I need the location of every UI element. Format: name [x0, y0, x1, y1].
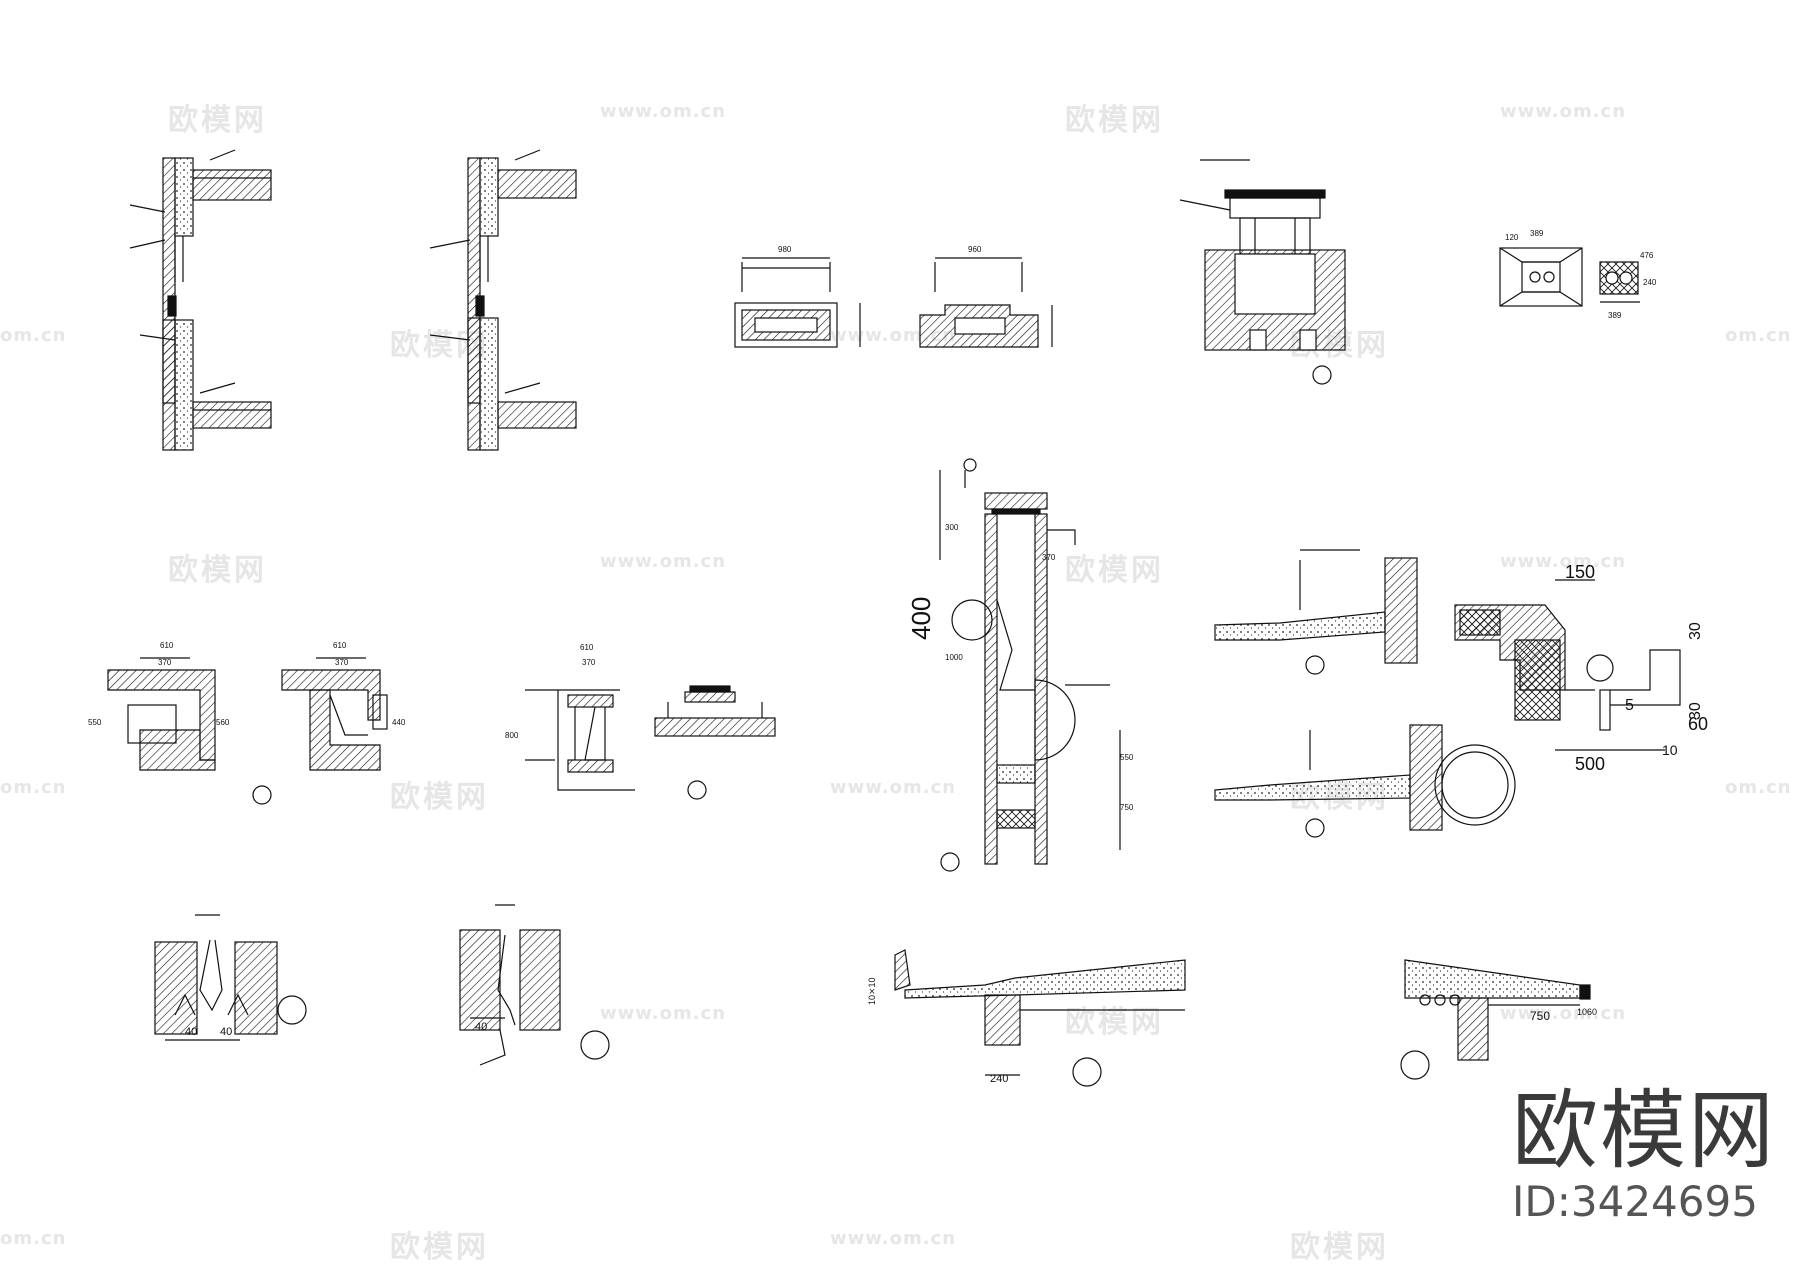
detail-manhole-section [1179, 159, 1346, 385]
dim-60: 60 [1688, 714, 1708, 734]
dim-370-c: 370 [582, 658, 596, 667]
dim-10x10: 10⨯10 [867, 977, 877, 1005]
watermark-logo: 欧模网 [390, 780, 489, 815]
dim-610-b: 610 [333, 641, 347, 650]
dim-550-b: 550 [1120, 753, 1134, 762]
watermark-logo: 欧模网 [168, 553, 267, 588]
watermark-url: www.om.cn [600, 1003, 727, 1024]
watermark-url: www.om.cn [830, 777, 957, 798]
watermark-url: www.om.cn [1500, 1003, 1627, 1024]
detail-plan-980 [734, 257, 861, 348]
watermark-logo: 欧模网 [1065, 553, 1164, 588]
dim-370-b: 370 [335, 658, 349, 667]
detail-pit-section [525, 689, 635, 791]
detail-shaft-section [939, 458, 1121, 872]
dim-40-c: 40 [475, 1021, 487, 1033]
detail-slope-a [1214, 549, 1418, 675]
dim-960: 960 [968, 245, 982, 254]
dim-610-a: 610 [160, 641, 174, 650]
watermark-url: om.cn [1725, 777, 1792, 798]
watermark-url: www.om.cn [1500, 101, 1627, 122]
dim-40-a: 40 [185, 1026, 197, 1038]
brand-name: 欧模网 [1512, 1081, 1776, 1181]
dim-300: 300 [945, 523, 959, 532]
watermark-logo: 欧模网 [1065, 103, 1164, 138]
detail-gutter-section [1454, 579, 1681, 751]
watermark-logo: 欧模网 [168, 103, 267, 138]
dim-240: 240 [1643, 278, 1657, 287]
dim-370-d: 370 [1042, 553, 1056, 562]
dim-476: 476 [1640, 251, 1654, 260]
dim-10: 10 [1662, 742, 1678, 758]
watermark-url: www.om.cn [600, 101, 727, 122]
watermark-logo: 欧模网 [1290, 1230, 1389, 1265]
watermark-url: om.cn [0, 1228, 67, 1249]
watermark-logo: 欧模网 [1065, 1005, 1164, 1040]
dim-800: 800 [505, 731, 519, 740]
dim-1060: 1060 [1577, 1007, 1597, 1017]
dim-560: 560 [216, 718, 230, 727]
dim-610-c: 610 [580, 643, 594, 652]
dim-389: 389 [1530, 229, 1544, 238]
detail-slab-section-b [1400, 959, 1591, 1080]
detail-plan-960 [919, 257, 1053, 348]
dim-400: 400 [906, 597, 936, 640]
detail-wall-section-a [129, 149, 272, 451]
watermark-url: om.cn [0, 325, 67, 346]
dim-1000: 1000 [945, 653, 963, 662]
detail-plan-389 [1499, 247, 1640, 307]
dim-389-b: 389 [1608, 311, 1622, 320]
detail-cover-section [654, 685, 776, 800]
watermark-url: www.om.cn [830, 1228, 957, 1249]
dim-30-a: 30 [1687, 622, 1704, 640]
watermark-url: www.om.cn [600, 551, 727, 572]
detail-slope-b [1214, 724, 1516, 838]
dim-750: 750 [1120, 803, 1134, 812]
detail-pit-plan-a [107, 657, 272, 805]
detail-joint-a [154, 914, 307, 1041]
brand-stamp: 欧模网 ID:3424695 [1512, 1085, 1782, 1227]
dim-5: 5 [1625, 697, 1634, 714]
detail-joint-b [459, 904, 610, 1066]
watermark-logo: 欧模网 [390, 1230, 489, 1265]
dim-150: 150 [1565, 562, 1595, 582]
model-id-label: ID:3424695 [1512, 1177, 1758, 1226]
dim-440: 440 [392, 718, 406, 727]
dim-30-b: 30 [1687, 702, 1704, 720]
dim-550-a: 550 [88, 718, 102, 727]
detail-wall-section-b [429, 149, 577, 451]
dim-40-b: 40 [220, 1026, 232, 1038]
dim-750-b: 750 [1530, 1009, 1550, 1023]
detail-pit-plan-b [281, 657, 388, 771]
dim-980: 980 [778, 245, 792, 254]
dim-370-a: 370 [158, 658, 172, 667]
dim-240-b: 240 [990, 1073, 1008, 1085]
watermark-url: om.cn [0, 777, 67, 798]
detail-slab-section-a [894, 949, 1186, 1087]
watermark-url: www.om.cn [1500, 551, 1627, 572]
watermark-url: om.cn [1725, 325, 1792, 346]
dim-500: 500 [1575, 754, 1605, 774]
dim-120: 120 [1505, 233, 1519, 242]
